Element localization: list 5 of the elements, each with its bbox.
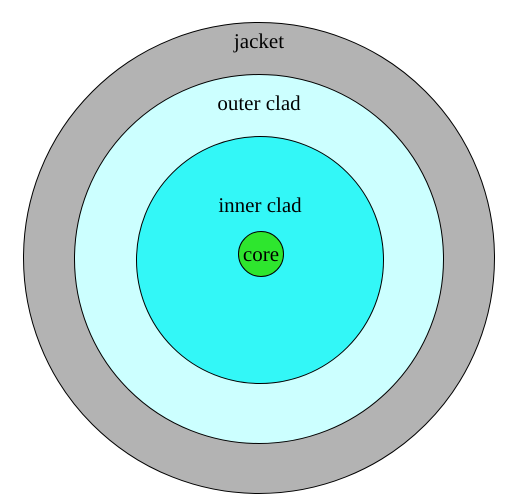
layer-label: outer clad xyxy=(216,91,302,115)
layer-label: core xyxy=(242,242,280,266)
layer-label: jacket xyxy=(232,29,286,53)
layer-label: inner clad xyxy=(217,193,303,217)
core-disc xyxy=(238,231,284,277)
